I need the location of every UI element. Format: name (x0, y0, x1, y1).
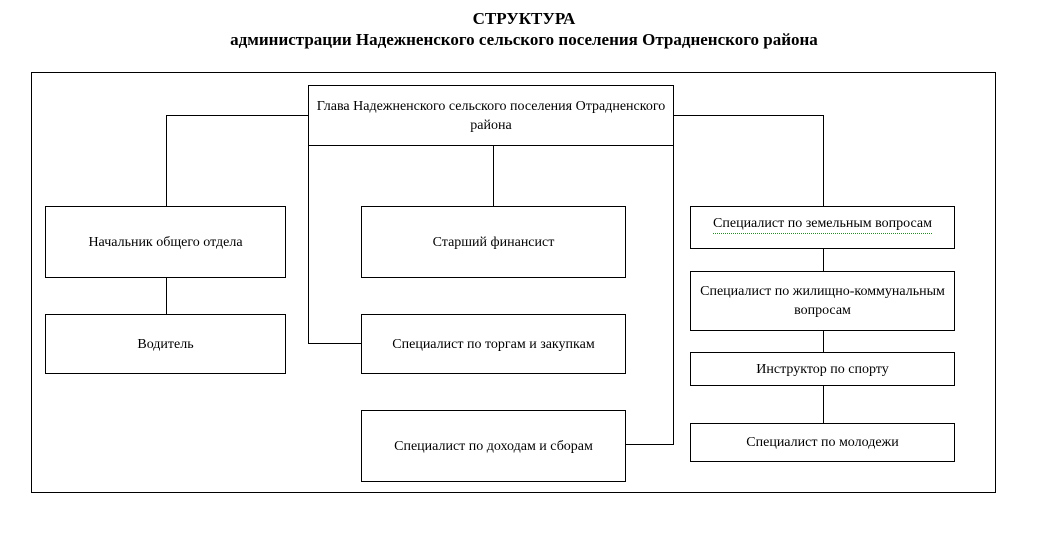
general-dept-head-box: Начальник общего отдела (45, 206, 286, 278)
head-box: Глава Надежненского сельского поселения … (308, 85, 674, 146)
youth-specialist-box: Специалист по молодежи (690, 423, 955, 462)
housing-specialist-label: Специалист по жилищно-коммунальным вопро… (700, 284, 945, 318)
connector-right-column-3 (823, 330, 824, 352)
procurement-specialist-box: Специалист по торгам и закупкам (361, 314, 626, 374)
revenue-specialist-label: Специалист по доходам и сборам (394, 438, 593, 454)
connector-procurement-vertical (308, 145, 309, 343)
connector-head-left (166, 115, 308, 116)
housing-specialist-box: Специалист по жилищно-коммунальным вопро… (690, 271, 955, 331)
connector-head-right (673, 115, 823, 116)
driver-label: Водитель (137, 336, 194, 352)
youth-specialist-label: Специалист по молодежи (746, 435, 899, 450)
land-specialist-box: Специалист по земельным вопросам (690, 206, 955, 249)
general-dept-head-label: Начальник общего отдела (88, 234, 243, 250)
driver-box: Водитель (45, 314, 286, 374)
head-label: Глава Надежненского сельского поселения … (316, 98, 666, 133)
connector-revenue-horizontal (626, 444, 674, 445)
senior-financier-label: Старший финансист (432, 234, 555, 250)
diagram-frame (31, 72, 996, 493)
connector-right-column-4 (823, 385, 824, 423)
connector-procurement-horizontal (308, 343, 361, 344)
connector-driver (166, 277, 167, 314)
connector-financier (493, 145, 494, 206)
senior-financier-box: Старший финансист (361, 206, 626, 278)
connector-general-dept (166, 115, 167, 206)
sport-instructor-label: Инструктор по спорту (756, 361, 889, 377)
page-subtitle: администрации Надежненского сельского по… (230, 30, 818, 49)
revenue-specialist-box: Специалист по доходам и сборам (361, 410, 626, 482)
land-specialist-label: Специалист по земельным вопросам (713, 214, 932, 234)
sport-instructor-box: Инструктор по спорту (690, 352, 955, 386)
procurement-specialist-label: Специалист по торгам и закупкам (392, 336, 595, 352)
connector-revenue-vertical (673, 145, 674, 444)
page-title: СТРУКТУРА (472, 9, 576, 28)
connector-right-column (823, 115, 824, 206)
connector-right-column-2 (823, 248, 824, 271)
